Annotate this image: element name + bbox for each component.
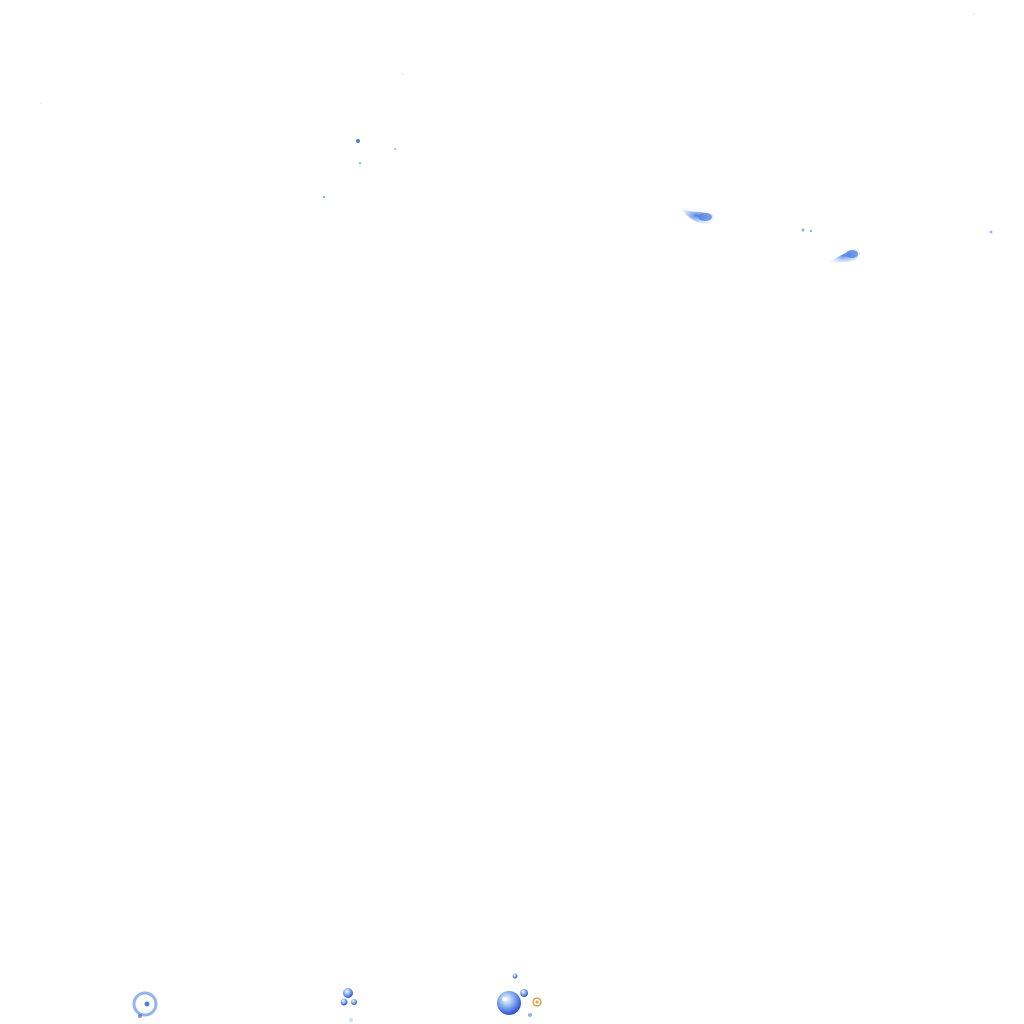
speck (801, 228, 805, 232)
water-droplet (520, 989, 528, 997)
water-droplet (340, 998, 348, 1006)
speck (402, 73, 404, 75)
water-droplet (351, 999, 357, 1005)
speck (973, 13, 975, 15)
speck (394, 148, 396, 150)
speck (358, 161, 362, 165)
speck (809, 229, 813, 233)
water-droplet (343, 988, 353, 998)
water-droplet-large (497, 991, 521, 1015)
speck (349, 1018, 353, 1022)
ring-droplet-center (144, 1001, 150, 1007)
upper-right-wisps (680, 13, 993, 263)
water-droplet-amber-core (535, 1000, 539, 1004)
speck (322, 195, 326, 199)
upper-left-specks (40, 73, 404, 199)
bottom-droplets (132, 973, 542, 1022)
ring-droplet-fleck (138, 1014, 142, 1018)
speck (356, 139, 360, 143)
water-droplet (512, 973, 518, 979)
speck (528, 1013, 532, 1017)
blue-wisp-core (698, 213, 712, 221)
droplet-highlight (502, 997, 506, 1001)
speck (40, 102, 42, 104)
ring-droplet (132, 991, 158, 1017)
speck (989, 230, 993, 234)
blue-wisp-core (846, 250, 858, 258)
